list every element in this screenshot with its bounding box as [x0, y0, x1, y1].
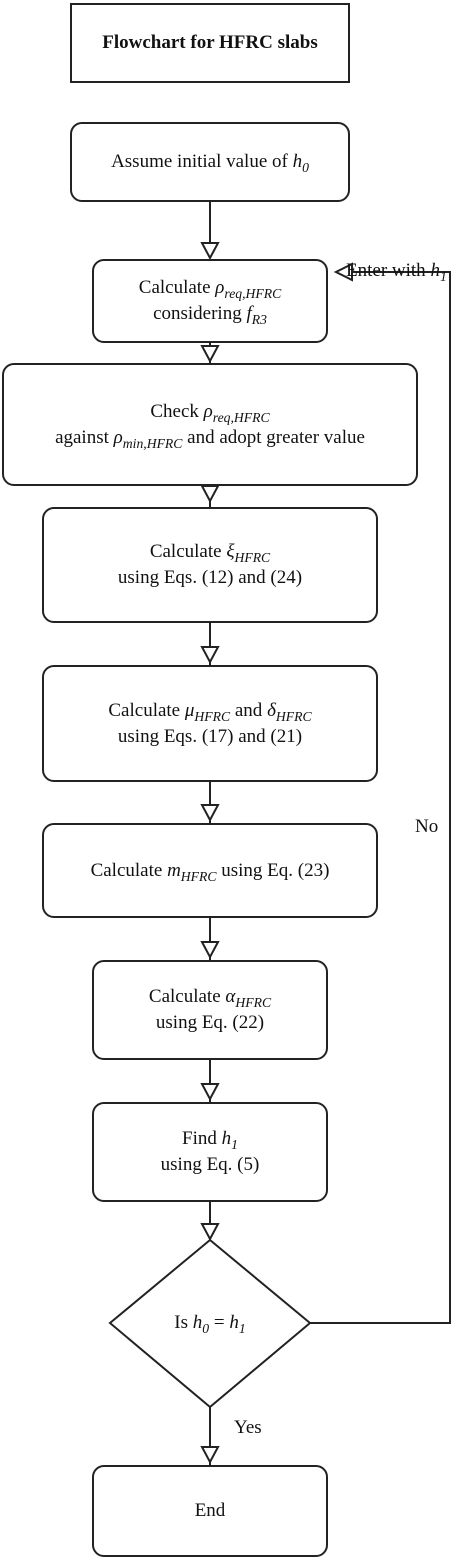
step-calculate-xi: Calculate ξHFRC using Eqs. (12) and (24)	[42, 507, 378, 623]
label-yes: Yes	[234, 1417, 262, 1438]
arrowhead-1	[200, 242, 220, 261]
arrowhead-2	[200, 345, 220, 364]
arrowhead-7	[200, 1083, 220, 1102]
arrowhead-8	[200, 1223, 220, 1242]
loop-back-no-line	[310, 271, 451, 1324]
step-calculate-rho-req: Calculate ρreq,HFRC considering fR3	[92, 259, 328, 343]
step-end: End	[92, 1465, 328, 1557]
arrowhead-9	[200, 1446, 220, 1465]
step-calculate-alpha: Calculate αHFRC using Eq. (22)	[92, 960, 328, 1060]
step-find-h1: Find h1 using Eq. (5)	[92, 1102, 328, 1202]
arrowhead-5	[200, 804, 220, 823]
step-calculate-m: Calculate mHFRC using Eq. (23)	[42, 823, 378, 918]
step-assume-h0: Assume initial value of h0	[70, 122, 350, 202]
decision-text: Is h0 = h1	[174, 1312, 246, 1336]
decision-diamond	[108, 1238, 312, 1409]
label-enter-with-h1: Enter with h1	[346, 260, 447, 284]
step-check-rho: Check ρreq,HFRC against ρmin,HFRC and ad…	[2, 363, 418, 486]
flowchart-title: Flowchart for HFRC slabs	[70, 3, 350, 83]
label-no: No	[415, 816, 439, 837]
arrowhead-loop	[333, 262, 353, 282]
arrowhead-4	[200, 646, 220, 665]
arrowhead-6	[200, 941, 220, 960]
step-calculate-mu-delta: Calculate μHFRC and δHFRC using Eqs. (17…	[42, 665, 378, 782]
arrowhead-3	[200, 485, 220, 504]
